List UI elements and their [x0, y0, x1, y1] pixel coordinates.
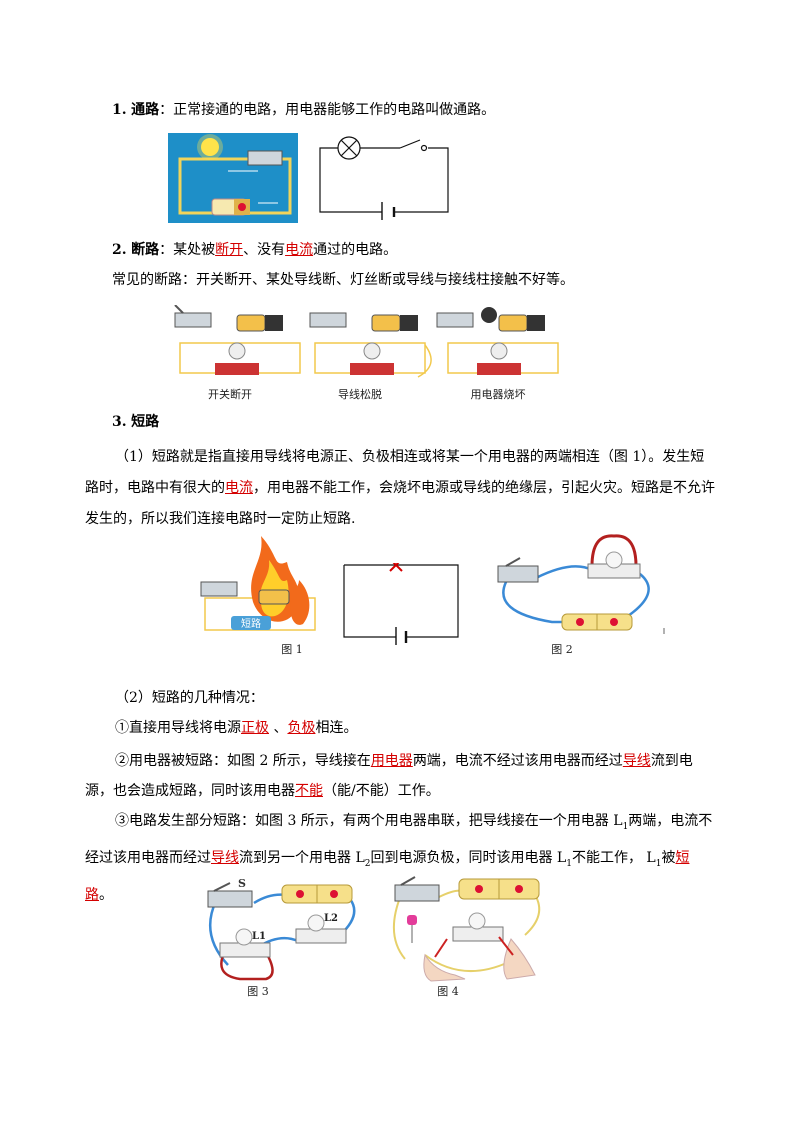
subscript: 2	[364, 858, 371, 869]
text: ①直接用导线将电源	[115, 720, 241, 736]
answer-blank: 导线	[622, 753, 651, 769]
section-title: 断路	[131, 242, 160, 258]
answer-blank: 断开	[215, 242, 244, 258]
short-circuit-schematic	[343, 563, 459, 645]
figure-3-caption: 图 3	[247, 985, 269, 998]
figure-4-picture	[392, 876, 541, 982]
switch-label: S	[238, 877, 246, 890]
text: （能/不能）工作。	[323, 783, 440, 799]
fire-label: 短路	[241, 617, 261, 630]
caption-switch-open: 开关断开	[208, 388, 252, 401]
text: 、	[269, 720, 288, 736]
answer-blank: 负极	[287, 720, 316, 736]
answer-blank: 短路	[85, 849, 690, 903]
text: ③电路发生部分短路：如图 3 所示，有两个用电器串联，把导线接在一个用电器 L	[115, 813, 623, 829]
answer-blank: 不能	[295, 783, 323, 799]
figure-2-picture	[497, 534, 665, 634]
text: 两端，电流不经过该用电器而经过	[85, 813, 713, 866]
closed-circuit-picture	[168, 133, 298, 223]
caption-wire-loose: 导线松脱	[338, 388, 382, 401]
answer-blank: 电流	[225, 480, 253, 496]
text: 相连。	[315, 720, 358, 736]
section-title: 短路	[131, 414, 160, 430]
text: （1）短路就是指直接用导线将电源正、负极相连或将某一个用电器的两端相连（图 1）…	[85, 449, 705, 496]
figure-1-caption: 图 1	[281, 643, 303, 656]
text: 。	[99, 886, 113, 903]
cases-heading: （2）短路的几种情况：	[115, 690, 264, 706]
common-open-circuits: 常见的断路：开关断开、某处导线断、灯丝断或导线与接线柱接触不好等。	[112, 272, 574, 288]
section-text: ：正常接通的电路，用电器能够工作的电路叫做通路。	[159, 102, 496, 118]
section-number: 3.	[112, 414, 127, 430]
text: 、没有	[243, 242, 286, 258]
text: ②用电器被短路：如图 2 所示，导线接在	[115, 753, 371, 769]
answer-blank: 用电器	[370, 753, 413, 769]
text: 回到电源负极，同时该用电器 L	[370, 849, 567, 866]
section-2-heading: 2. 断路：某处被断开、没有电流通过的电路。	[112, 240, 742, 260]
closed-circuit-schematic	[319, 136, 449, 220]
case-2: ②用电器被短路：如图 2 所示，导线接在用电器两端，电流不经过该用电器而经过导线…	[85, 746, 715, 806]
text: 被	[661, 849, 676, 866]
text: 两端，电流不经过该用电器而经过	[412, 753, 623, 769]
caption-device-burnt: 用电器烧坏	[470, 388, 526, 401]
section-number: 1.	[112, 102, 127, 118]
case-1: ①直接用导线将电源正极 、负极相连。	[85, 718, 715, 738]
answer-blank: 电流	[285, 242, 314, 258]
figure-4-caption: 图 4	[437, 985, 459, 998]
text: 流到电源，也会造成短路，同时该用电器	[85, 753, 693, 799]
subscript: 1	[622, 821, 629, 832]
figure-2-caption: 图 2	[551, 643, 573, 656]
subscript: 1	[655, 858, 662, 869]
text: ，用电器不能工作，会烧坏电源或导线的绝缘层，引起火灾。短路是不允许发生的，所以我…	[85, 480, 715, 527]
section-3-heading: 3. 短路	[112, 412, 742, 432]
subscript: 1	[566, 858, 572, 869]
lamp-l1-label: L1	[252, 931, 266, 942]
section-title: 通路	[131, 102, 160, 118]
open-circuits-pictures	[174, 305, 559, 378]
section-1-heading: 1. 通路：正常接通的电路，用电器能够工作的电路叫做通路。	[112, 100, 742, 120]
short-circuit-fire-picture: 短路	[200, 536, 316, 631]
text: ：某处被	[159, 242, 216, 258]
case-3: ③电路发生部分短路：如图 3 所示，有两个用电器串联，把导线接在一个用电器 L1…	[85, 806, 715, 911]
text: 通过的电路。	[313, 242, 398, 258]
text: 流到另一个用电器 L	[239, 849, 365, 866]
answer-blank: 正极	[241, 720, 269, 736]
section-number: 2.	[112, 242, 127, 258]
answer-blank: 导线	[211, 849, 239, 866]
lamp-l2-label: L2	[324, 913, 338, 924]
short-circuit-paragraph: （1）短路就是指直接用导线将电源正、负极相连或将某一个用电器的两端相连（图 1）…	[85, 442, 715, 535]
text: 不能工作， L	[571, 849, 656, 866]
figure-3-picture: S L1 L2	[207, 877, 356, 981]
